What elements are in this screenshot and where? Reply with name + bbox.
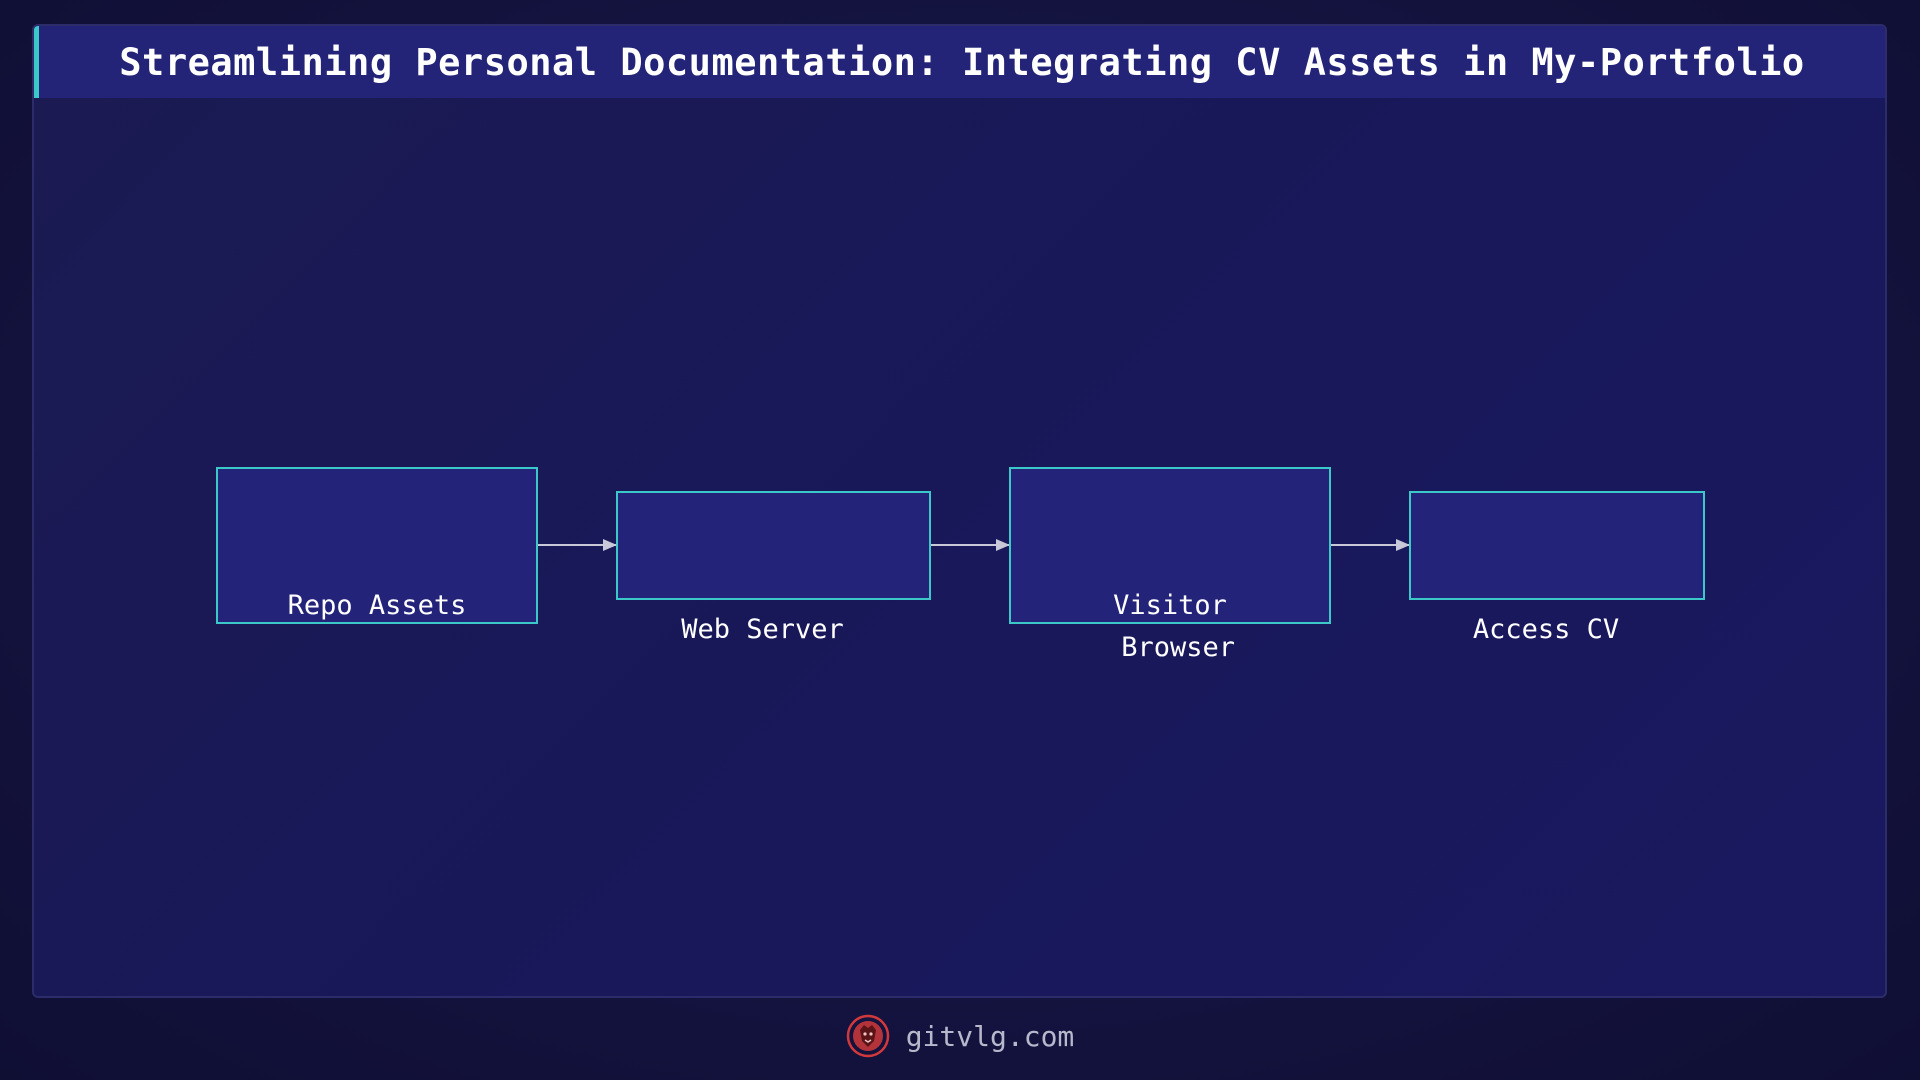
page-title: Streamlining Personal Documentation: Int… — [119, 40, 1805, 84]
node-repo-assets-label: Repo Assets — [287, 590, 467, 621]
title-bar: Streamlining Personal Documentation: Int… — [34, 26, 1885, 98]
node-access-cv-label: Access CV — [1472, 614, 1620, 645]
node-web-server: Web Server — [616, 491, 931, 645]
node-access-cv: Access CV — [1409, 491, 1705, 645]
node-web-server-label: Web Server — [681, 614, 844, 645]
node-visitor-browser-label: Visitor Browser — [1113, 590, 1236, 663]
node-visitor-browser: Visitor Browser — [1009, 467, 1331, 663]
lion-head-icon — [846, 1014, 889, 1058]
footer-site-link[interactable]: gitvlg.com — [905, 1019, 1075, 1053]
footer: gitvlg.com — [0, 1010, 1920, 1062]
node-repo-assets: Repo Assets — [216, 467, 538, 624]
